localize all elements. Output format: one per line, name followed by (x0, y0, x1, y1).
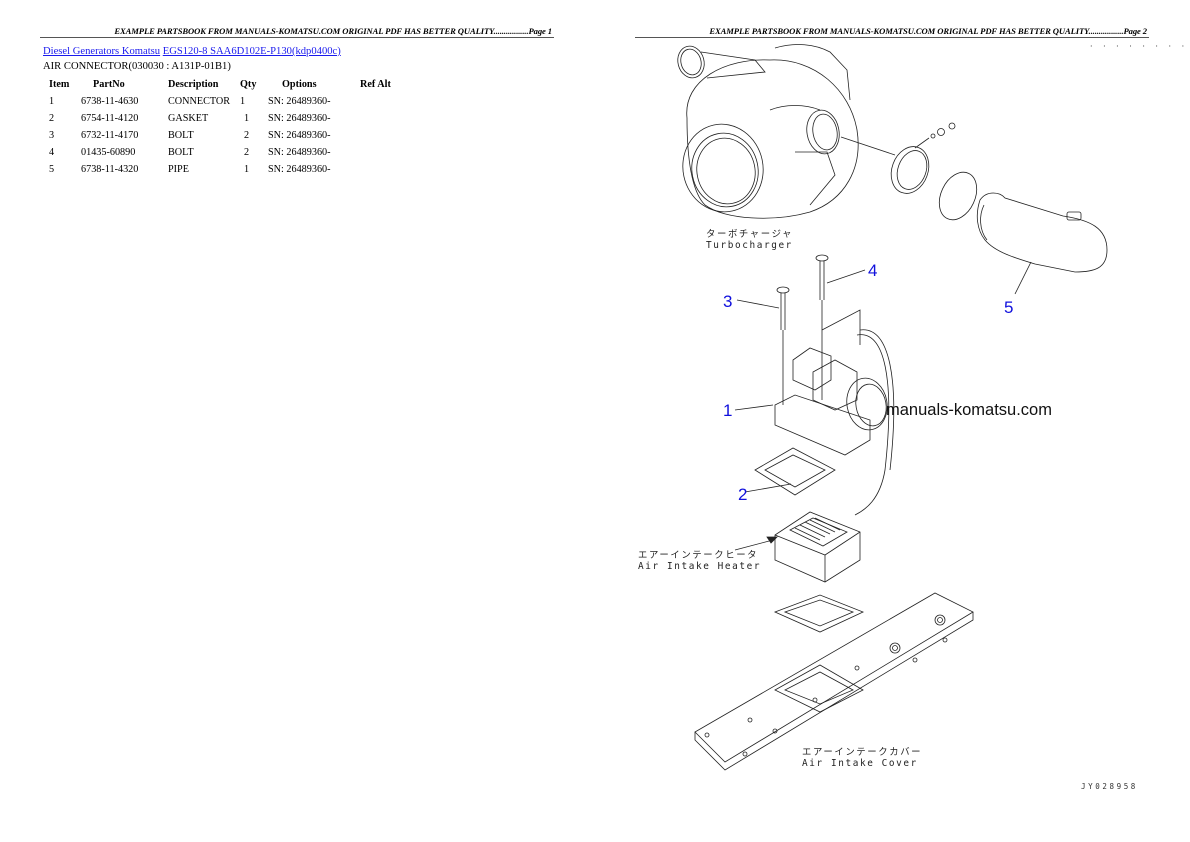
callout-1: 1 (723, 401, 733, 420)
cell-partno: 01435-60890 (81, 147, 136, 158)
cell-qty: 1 (244, 164, 250, 175)
column-header-qty: Qty (240, 79, 257, 90)
callout-3: 3 (723, 292, 733, 311)
connector-drawing (734, 309, 895, 516)
breadcrumb: Diesel Generators Komatsu EGS120-8 SAA6D… (43, 46, 341, 57)
bolts-drawing (736, 254, 866, 405)
table-row: 5 6738-11-4320 PIPE 1 SN: 26489360- (45, 161, 410, 178)
watermark-text: manuals-komatsu.com (886, 401, 1052, 419)
breadcrumb-link-model[interactable]: EGS120-8 SAA6D102E-P130(kdp0400c) (162, 46, 341, 57)
cell-options: SN: 26489360- (268, 130, 331, 141)
header-divider (635, 37, 1149, 38)
cell-partno: 6754-11-4120 (81, 113, 139, 124)
clamp-drawing (890, 122, 956, 194)
air-intake-heater-drawing (734, 511, 861, 583)
cell-partno: 6732-11-4170 (81, 130, 139, 141)
cell-options: SN: 26489360- (268, 164, 331, 175)
header-divider (40, 37, 554, 38)
cell-qty: 2 (244, 147, 250, 158)
cell-options: SN: 26489360- (268, 147, 331, 158)
table-row: 1 6738-11-4630 CONNECTOR 1 SN: 26489360- (45, 93, 410, 110)
gasket-drawing (744, 447, 836, 496)
caption-air-intake-heater: エアーインテークヒータ Air Intake Heater (638, 550, 761, 572)
drawing-code: JY028958 (1081, 782, 1138, 791)
callout-2: 2 (738, 485, 748, 504)
table-header-row: Item PartNo Description Qty Options Ref … (45, 76, 410, 93)
caption-heater-jp: エアーインテークヒータ (638, 550, 759, 561)
cell-item: 4 (49, 147, 55, 158)
cell-ref-alt (360, 127, 410, 144)
turbocharger-drawing (677, 44, 896, 219)
page-2: EXAMPLE PARTSBOOK FROM MANUALS-KOMATSU.C… (595, 0, 1190, 842)
cell-qty: 1 (244, 113, 250, 124)
column-header-ref-alt: Ref Alt (360, 79, 391, 90)
cell-options: SN: 26489360- (268, 113, 331, 124)
cell-qty: 1 (240, 96, 246, 107)
cell-description: BOLT (168, 147, 194, 158)
callout-4: 4 (868, 261, 878, 280)
cell-description: BOLT (168, 130, 194, 141)
cell-item: 2 (49, 113, 55, 124)
cell-item: 3 (49, 130, 55, 141)
column-header-item: Item (49, 79, 70, 90)
cell-qty: 2 (244, 130, 250, 141)
o-ring-drawing (938, 171, 978, 221)
breadcrumb-link-category[interactable]: Diesel Generators Komatsu (43, 46, 161, 57)
caption-heater-en: Air Intake Heater (638, 561, 762, 572)
cell-description: GASKET (168, 113, 209, 124)
table-row: 2 6754-11-4120 GASKET 1 SN: 26489360- (45, 110, 410, 127)
cell-item: 1 (49, 96, 55, 107)
lower-gasket-drawing (773, 594, 865, 633)
caption-turbocharger: ターボチャージャ Turbocharger (706, 229, 793, 251)
top-dots: · · · · · · · · (1090, 42, 1189, 51)
cell-ref-alt (360, 144, 410, 161)
cell-description: PIPE (168, 164, 189, 175)
pipe-drawing (976, 192, 1108, 295)
table-row: 3 6732-11-4170 BOLT 2 SN: 26489360- (45, 127, 410, 144)
caption-cover-en: Air Intake Cover (802, 758, 918, 769)
air-intake-cover-drawing (694, 592, 974, 771)
callout-5: 5 (1004, 298, 1014, 317)
caption-air-intake-cover: エアーインテークカバー Air Intake Cover (802, 747, 922, 769)
cell-ref-alt (360, 93, 410, 110)
caption-turbocharger-jp: ターボチャージャ (706, 229, 794, 240)
cell-partno: 6738-11-4630 (81, 96, 139, 107)
exploded-parts-diagram (677, 44, 1108, 771)
cell-options: SN: 26489360- (268, 96, 331, 107)
cell-item: 5 (49, 164, 55, 175)
table-row: 4 01435-60890 BOLT 2 SN: 26489360- (45, 144, 410, 161)
column-header-description: Description (168, 79, 219, 90)
cell-partno: 6738-11-4320 (81, 164, 139, 175)
cell-description: CONNECTOR (168, 96, 231, 107)
column-header-partno: PartNo (93, 79, 125, 90)
page-header: EXAMPLE PARTSBOOK FROM MANUALS-KOMATSU.C… (114, 26, 552, 36)
column-header-options: Options (282, 79, 317, 90)
caption-turbocharger-en: Turbocharger (706, 240, 793, 251)
page-header: EXAMPLE PARTSBOOK FROM MANUALS-KOMATSU.C… (709, 26, 1147, 36)
section-title: AIR CONNECTOR(030030 : A131P-01B1) (43, 61, 231, 72)
cell-ref-alt (360, 161, 410, 178)
page-1: EXAMPLE PARTSBOOK FROM MANUALS-KOMATSU.C… (40, 26, 554, 178)
cell-ref-alt (360, 110, 410, 127)
parts-table: Item PartNo Description Qty Options Ref … (45, 76, 410, 178)
caption-cover-jp: エアーインテークカバー (802, 747, 923, 758)
